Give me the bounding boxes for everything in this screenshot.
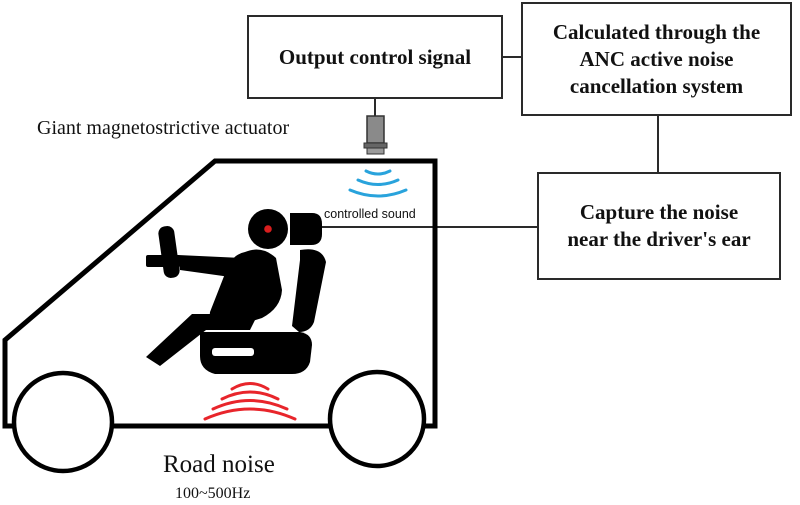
steering-wheel-icon (146, 226, 180, 278)
output-box-text: Output control signal (279, 44, 471, 71)
capture-box-text: Capture the noise near the driver's ear (567, 199, 750, 253)
driver-seat-icon (146, 209, 326, 374)
seat-cushion (200, 332, 312, 374)
actuator-label: Giant magnetostrictive actuator (37, 117, 290, 139)
anc-box-text: Calculated through the ANC active noise … (553, 19, 760, 100)
capture-noise-box: Capture the noise near the driver's ear (537, 172, 781, 280)
anc-system-box: Calculated through the ANC active noise … (521, 2, 792, 116)
output-control-signal-box: Output control signal (247, 15, 503, 99)
anc-box-line-1: Calculated through the (552, 19, 761, 44)
controlled-sound-waves (348, 169, 408, 198)
headrest (290, 213, 322, 245)
driver-torso (209, 249, 282, 330)
front-wheel (327, 369, 427, 469)
frequency-label: 100~500Hz (175, 485, 251, 502)
car-body-outline (2, 158, 438, 429)
anc-box-line-2: ANC active noise (579, 46, 734, 71)
road-noise-label: Road noise (163, 451, 275, 478)
rear-wheel (11, 370, 115, 474)
driver-legs (146, 314, 258, 366)
actuator-icon (363, 115, 388, 155)
capture-box-line-2: near the driver's ear (567, 227, 751, 251)
output-box-line: Output control signal (278, 44, 472, 69)
anc-box-line-3: cancellation system (569, 73, 744, 98)
ear-dot (264, 225, 272, 233)
seat-back (292, 249, 326, 332)
controlled-sound-label: controlled sound (324, 207, 416, 221)
capture-box-line-1: Capture the noise (579, 200, 739, 224)
road-noise-waves (203, 382, 297, 421)
